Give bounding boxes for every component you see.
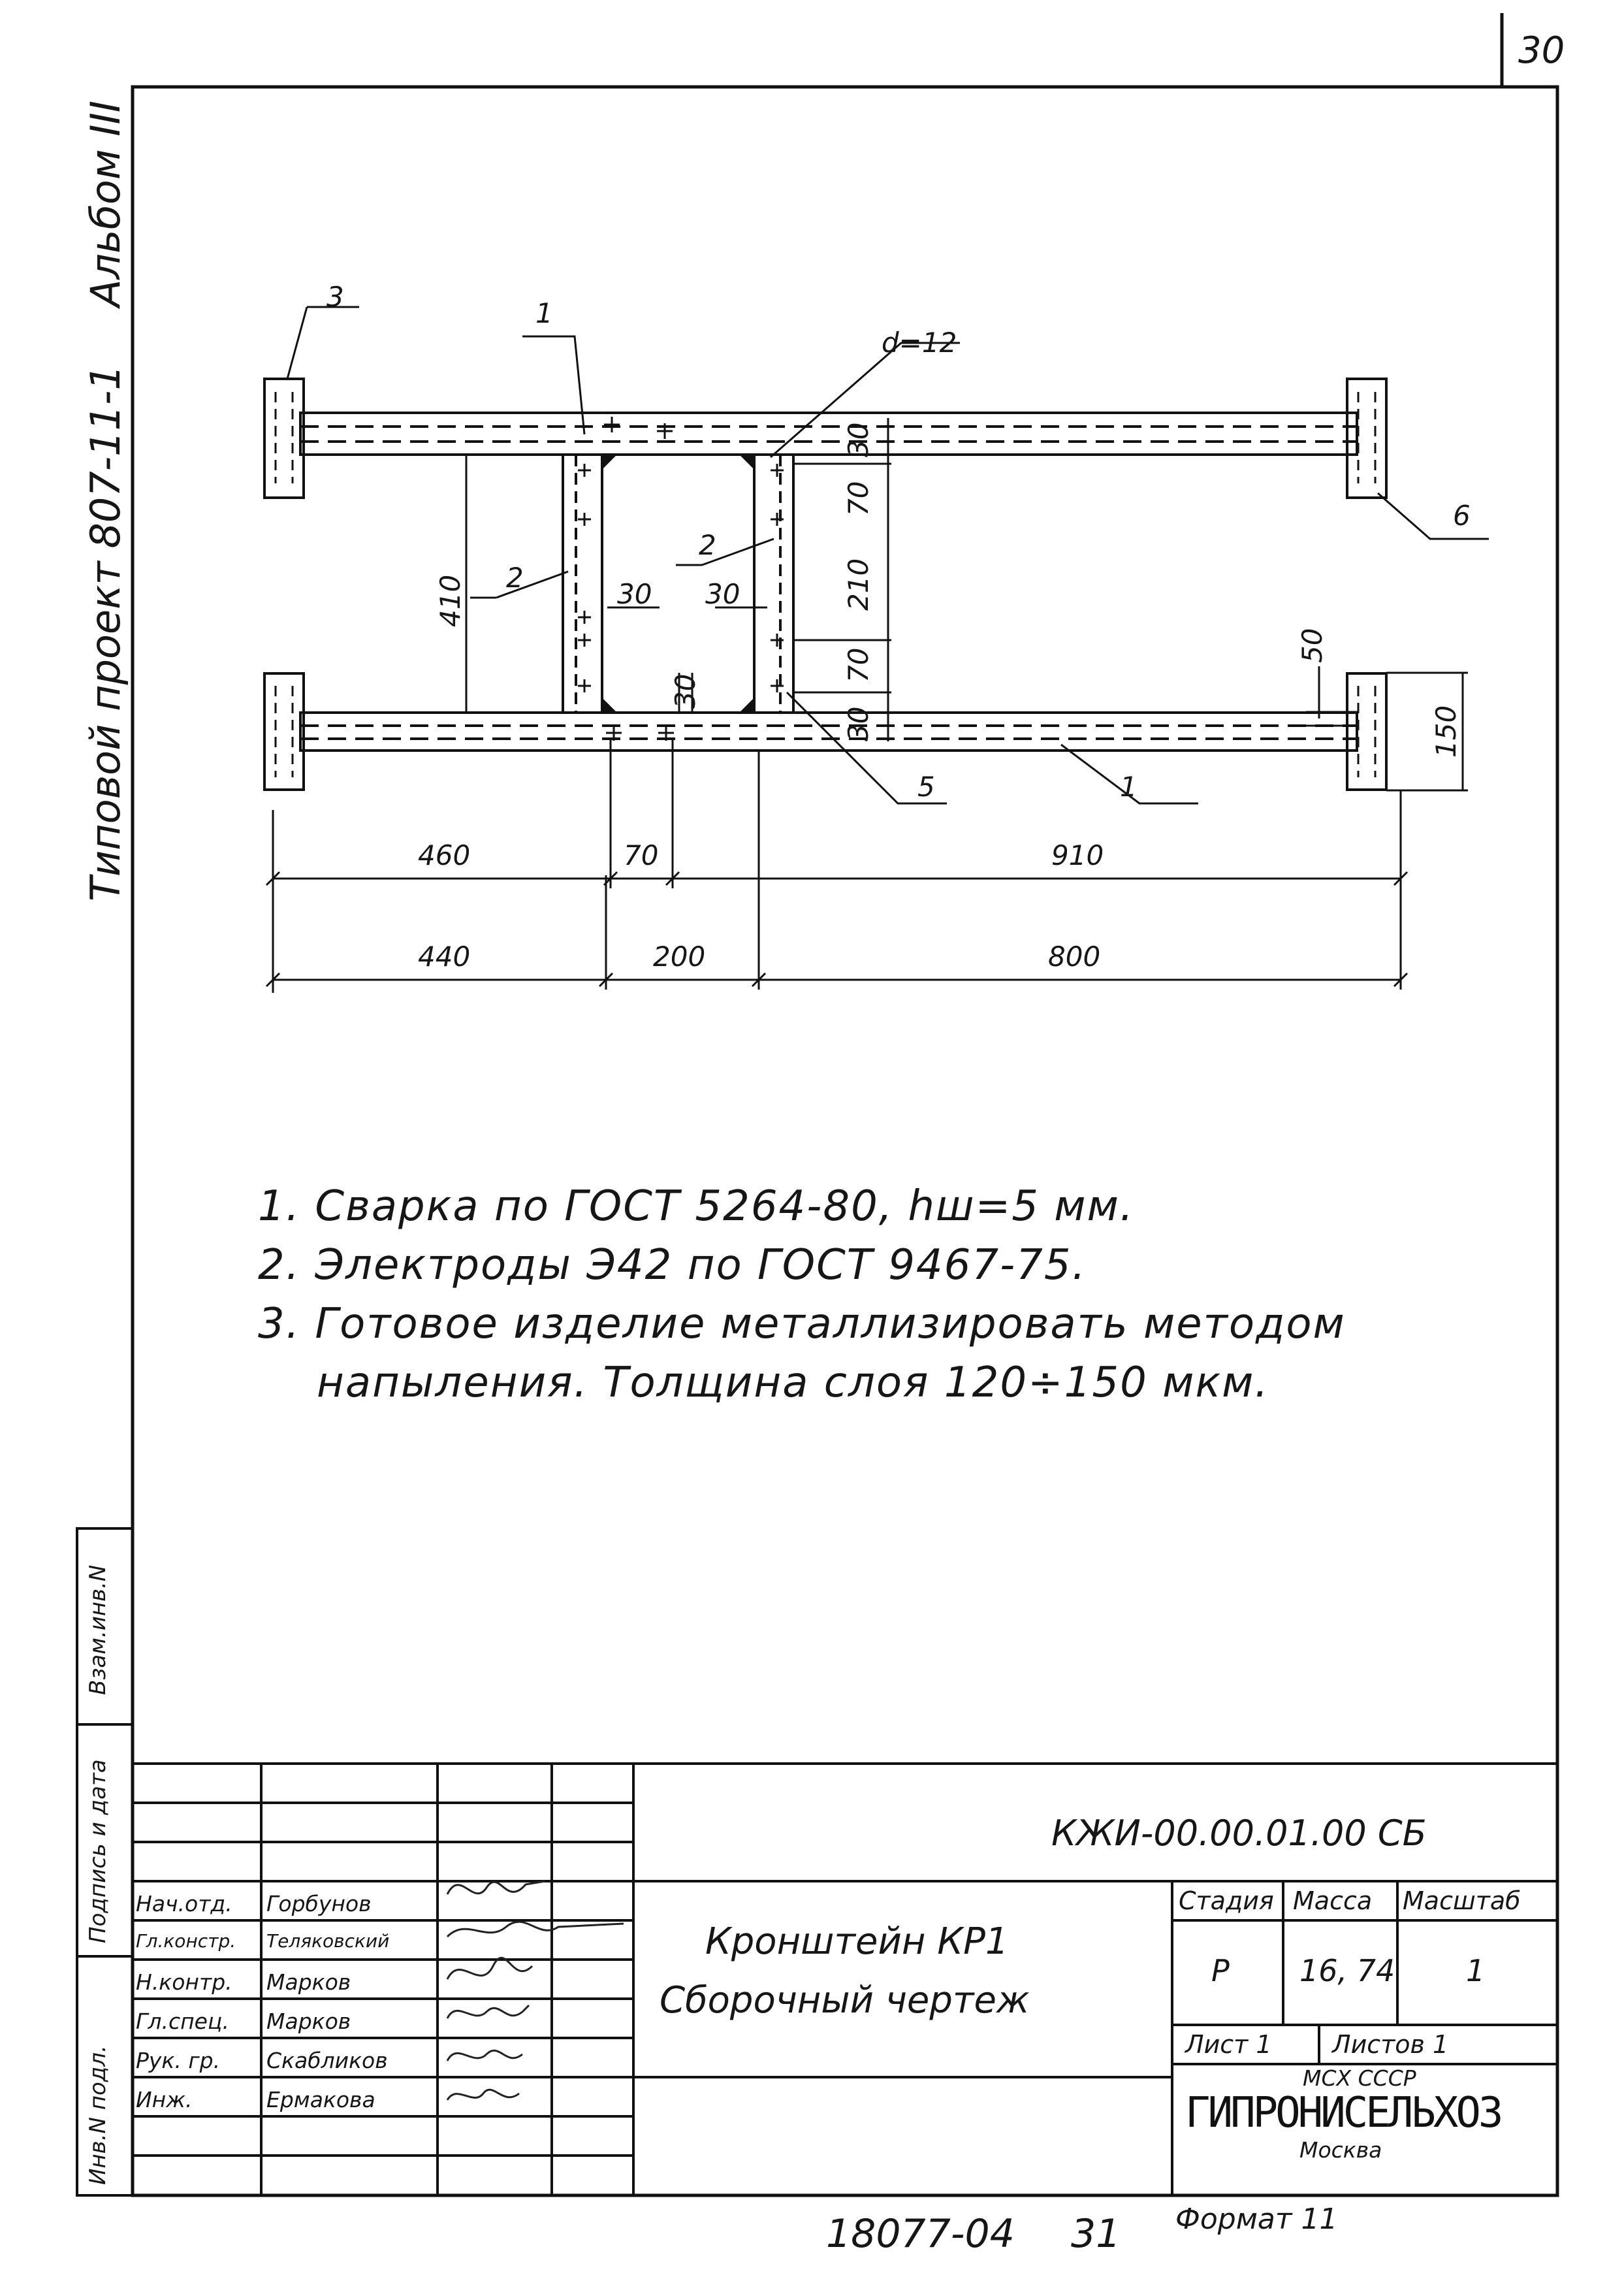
page-number: 30 [1518, 29, 1565, 72]
callout-5: 5 [917, 771, 935, 803]
callout-6: 6 [1453, 500, 1471, 532]
margin-vzam: Взам.инв.N [85, 1564, 111, 1695]
dim-210: 210 [842, 558, 874, 611]
signer-name: Марков [266, 2009, 351, 2034]
dim-70: 70 [624, 839, 659, 871]
dim-30-a: 30 [617, 578, 652, 610]
side-album: Альбом III [82, 100, 129, 307]
mass-value: 16, 74 [1299, 1953, 1395, 1988]
dim-70-bottom: 70 [842, 647, 874, 683]
dim-410: 410 [434, 574, 466, 627]
footer-number: 18077-04 [826, 2211, 1015, 2257]
note-2: 2. Электроды Э42 по ГОСТ 9467-75. [258, 1241, 1087, 1289]
note-1: 1. Сварка по ГОСТ 5264-80, hш=5 мм. [258, 1182, 1135, 1231]
signatures [446, 1880, 624, 2101]
dim-30-bottom: 30 [842, 706, 874, 741]
title-line-2: Сборочный чертеж [660, 1979, 1030, 2022]
callout-hole: d=12 [882, 327, 957, 359]
signer-name: Ермакова [266, 2087, 375, 2112]
dim-50: 50 [1296, 628, 1328, 663]
org-city: Москва [1299, 2137, 1382, 2163]
mass-header: Масса [1293, 1886, 1373, 1915]
bracket-assembly [263, 378, 1388, 791]
stage-value: Р [1211, 1953, 1230, 1988]
dim-910: 910 [1051, 839, 1104, 871]
dim-150: 150 [1430, 705, 1462, 758]
signer-role: Гл.спец. [136, 2009, 229, 2034]
org-top: МСХ СССР [1303, 2065, 1416, 2091]
title-block-grid [133, 1762, 1557, 2195]
doc-code: КЖИ-00.00.01.00 СБ [1051, 1813, 1427, 1854]
signer-role: Инж. [136, 2087, 193, 2112]
dim-70-top: 70 [842, 481, 874, 516]
dim-200: 200 [653, 941, 706, 973]
footer-page: 31 [1071, 2211, 1121, 2257]
title-line-1: Кронштейн КР1 [705, 1920, 1009, 1963]
callout-2-right: 2 [699, 529, 716, 561]
signer-role: Гл.констр. [136, 1930, 236, 1952]
scale-value: 1 [1466, 1953, 1486, 1988]
side-title: Типовой проект 807-11-1 [82, 364, 129, 901]
dim-30-top: 30 [842, 422, 874, 457]
sheets-label: Листов 1 [1332, 2030, 1449, 2059]
callout-3: 3 [326, 281, 344, 313]
signer-role: Нач.отд. [136, 1891, 232, 1916]
dim-800: 800 [1048, 941, 1101, 973]
sheet-frame [131, 85, 1559, 2197]
sheet-label: Лист 1 [1185, 2030, 1272, 2059]
signer-name: Теляковский [266, 1930, 390, 1952]
signer-name: Марков [266, 1969, 351, 1995]
dim-30-b: 30 [705, 578, 740, 610]
org-name: ГИПРОНИСЕЛЬХОЗ [1185, 2089, 1503, 2137]
left-margin-strip [76, 1527, 134, 2197]
callout-2-left: 2 [506, 562, 524, 594]
callout-1-bottom: 1 [1120, 771, 1138, 803]
footer-format: Формат 11 [1175, 2203, 1338, 2236]
signer-name: Горбунов [266, 1891, 372, 1916]
dim-30-c: 30 [669, 673, 701, 709]
dimensions [265, 306, 1489, 993]
stage-header: Стадия [1179, 1886, 1274, 1915]
note-3: 3. Готовое изделие металлизировать метод… [258, 1300, 1346, 1348]
dim-440: 440 [418, 941, 471, 973]
margin-podpis: Подпись и дата [85, 1759, 111, 1943]
signer-role: Рук. гр. [136, 2048, 221, 2073]
signer-name: Скабликов [266, 2048, 388, 2073]
dim-460: 460 [418, 839, 471, 871]
scale-header: Масштаб [1403, 1886, 1521, 1915]
note-3-cont: напыления. Толщина слоя 120÷150 мкм. [317, 1359, 1269, 1407]
margin-inv: Инв.N подл. [85, 2045, 111, 2185]
callout-1-top: 1 [535, 297, 553, 329]
signer-role: Н.контр. [136, 1969, 232, 1995]
